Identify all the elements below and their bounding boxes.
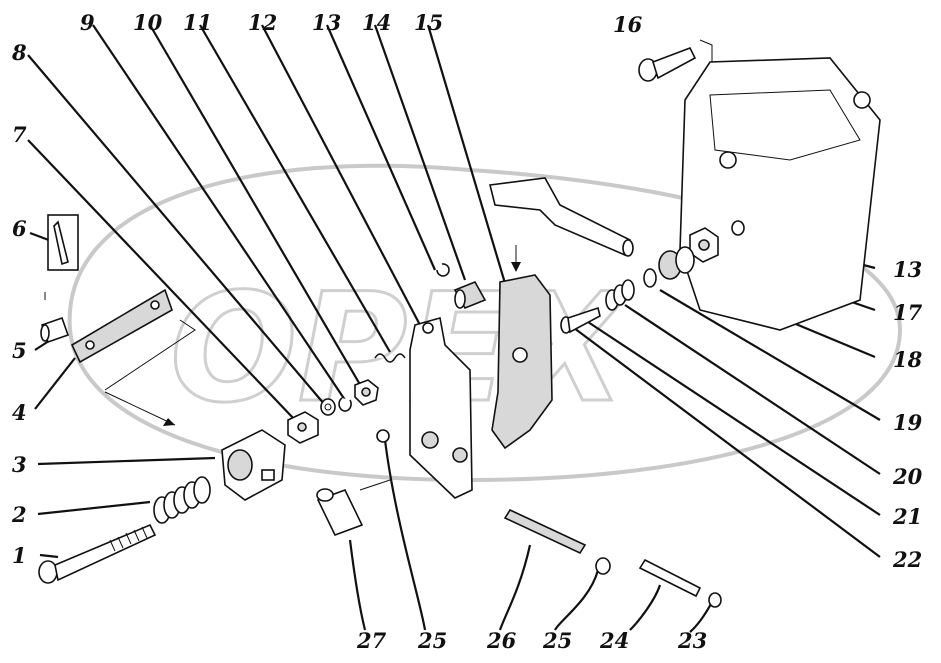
callout-10: 10 <box>133 10 163 35</box>
callout-1: 1 <box>12 543 27 568</box>
callout-labels: 1 2 3 4 5 6 7 8 9 10 11 12 13 14 15 16 1… <box>11 10 923 653</box>
callout-25-left: 25 <box>417 628 447 653</box>
callout-3: 3 <box>12 452 27 477</box>
part-bolt-1 <box>38 523 157 584</box>
part-gearbox-housing <box>679 57 881 331</box>
part-spring-20 <box>605 279 635 311</box>
callout-27: 27 <box>356 628 387 653</box>
part-washer-19 <box>643 268 657 288</box>
part-cap-25-left <box>376 429 390 443</box>
part-pin-22 <box>560 306 601 334</box>
callout-16: 16 <box>613 12 643 37</box>
part-plate-4 <box>70 288 173 364</box>
part-nut-7 <box>287 411 319 444</box>
callout-5: 5 <box>12 338 27 363</box>
callout-11: 11 <box>183 10 212 35</box>
callout-9: 9 <box>80 10 95 35</box>
part-bushing-18 <box>658 246 695 280</box>
part-pin-6 <box>47 214 79 271</box>
part-clip-11 <box>374 353 406 363</box>
part-washer-8 <box>320 398 336 416</box>
callout-2: 2 <box>11 502 27 527</box>
part-ring-13-right <box>731 220 745 236</box>
callout-20: 20 <box>892 464 923 489</box>
part-ring-13 <box>436 263 450 277</box>
part-lever-15 <box>491 274 553 450</box>
part-cap-25-right <box>595 557 611 575</box>
callout-19: 19 <box>893 410 923 435</box>
callout-8: 8 <box>11 40 27 65</box>
callout-18: 18 <box>893 347 923 372</box>
part-lockwasher-9 <box>338 397 352 412</box>
part-pin-14 <box>453 280 487 310</box>
callout-6: 6 <box>12 216 27 241</box>
callout-17: 17 <box>893 300 923 325</box>
callout-21: 21 <box>892 504 922 529</box>
callout-25-right: 25 <box>542 628 572 653</box>
callout-12: 12 <box>248 10 277 35</box>
callout-23: 23 <box>677 628 707 653</box>
callout-7: 7 <box>12 122 27 147</box>
part-spring-2 <box>153 476 211 524</box>
callout-4: 4 <box>12 400 27 425</box>
callout-22: 22 <box>892 547 922 572</box>
leader-lines <box>27 24 881 633</box>
callout-13: 13 <box>312 10 341 35</box>
part-nut-17 <box>689 227 719 263</box>
callout-13-right: 13 <box>893 257 922 282</box>
part-shaft-fork <box>489 177 634 257</box>
callout-24: 24 <box>599 628 629 653</box>
callout-14: 14 <box>362 10 391 35</box>
part-screw-16 <box>638 46 697 82</box>
part-rod-26 <box>503 508 587 555</box>
callout-26: 26 <box>486 628 517 653</box>
part-lever-12 <box>409 316 473 499</box>
part-housing-3 <box>221 429 286 501</box>
part-sleeve-5 <box>40 316 70 344</box>
part-pin-24 <box>638 558 702 598</box>
part-washer-23 <box>708 592 722 608</box>
part-nut-10 <box>354 379 379 406</box>
part-bushing-27 <box>316 488 364 537</box>
callout-15: 15 <box>414 10 443 35</box>
